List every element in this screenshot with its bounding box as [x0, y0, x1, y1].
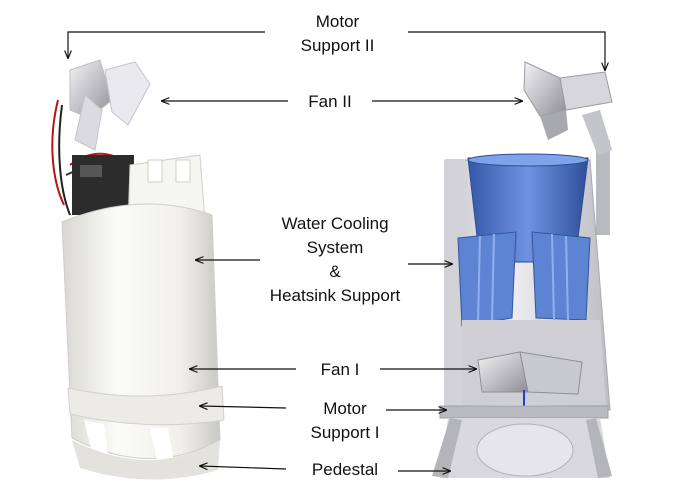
label-pedestal: Pedestal — [311, 460, 379, 479]
label-motor-support-ii-line1: Motor — [315, 12, 360, 31]
label-water-cooling-line4: Heatsink Support — [269, 286, 401, 305]
label-water-cooling-line1: Water Cooling — [281, 214, 389, 233]
label-fan-ii: Fan II — [308, 92, 352, 111]
label-water-cooling-system: Water Cooling System & Heatsink Support — [250, 212, 420, 308]
prototype-photo — [51, 59, 225, 480]
label-fan-i: Fan I — [320, 360, 360, 379]
label-motor-support-i-line2: Support I — [310, 423, 380, 442]
label-water-cooling-line3: & — [329, 262, 341, 281]
label-motor-support-ii: Motor Support II — [270, 10, 405, 58]
label-water-cooling-line2: System — [306, 238, 364, 257]
label-motor-support-i-line1: Motor — [323, 399, 367, 418]
annotation-arrows — [68, 31, 605, 471]
label-motor-support-ii-line2: Support II — [300, 36, 375, 55]
cad-render — [432, 61, 613, 478]
label-motor-support-i: Motor Support I — [290, 397, 400, 445]
